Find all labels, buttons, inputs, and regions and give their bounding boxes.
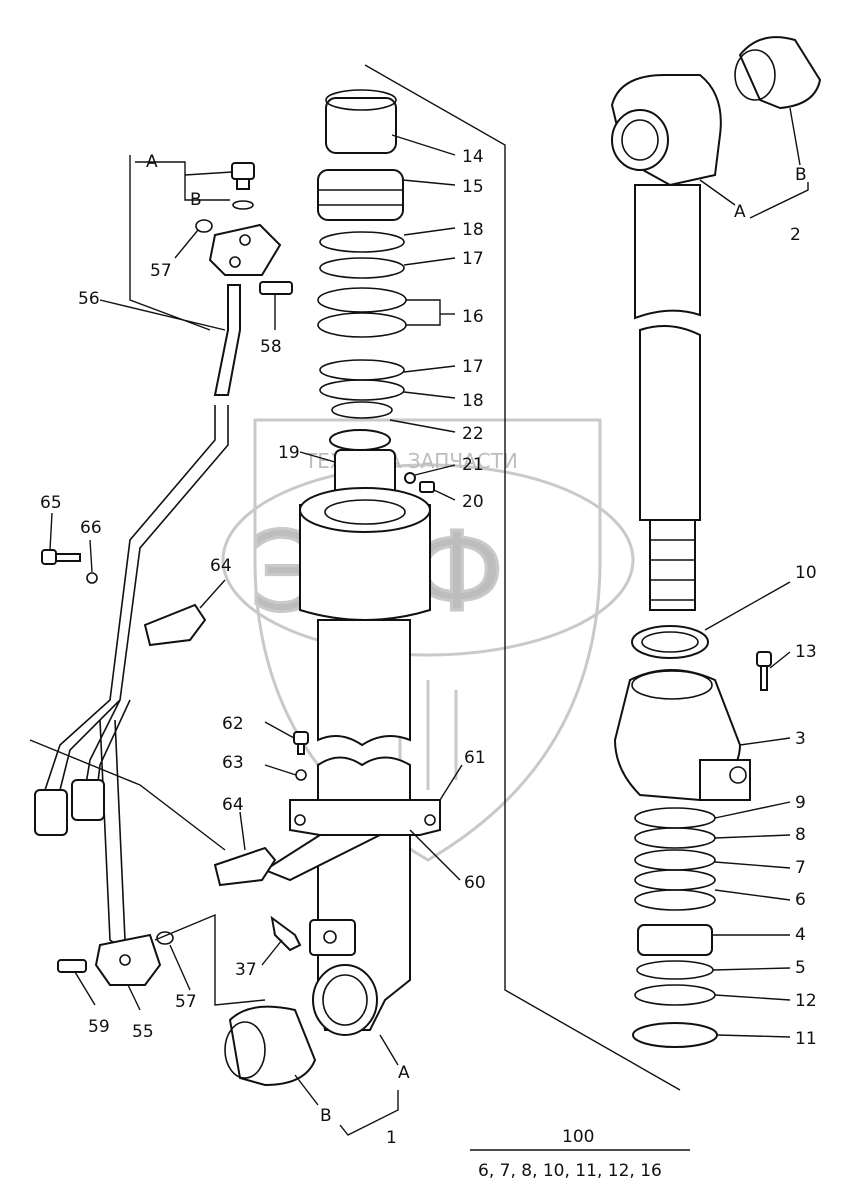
- kit-number: 100: [562, 1127, 594, 1147]
- label-58: 58: [260, 337, 282, 357]
- label-18b: 18: [462, 391, 484, 411]
- label-63: 63: [222, 753, 244, 773]
- label-62: 62: [222, 714, 244, 734]
- label-59: 59: [88, 1017, 110, 1037]
- label-57a: 57: [150, 261, 172, 281]
- label-17b: 17: [462, 357, 484, 377]
- label-19: 19: [278, 443, 300, 463]
- pipe-clamp-64-lower: [213, 846, 277, 887]
- piston-components: [317, 89, 435, 496]
- grease-fitting-37: [270, 915, 302, 952]
- label-A3: A: [398, 1063, 410, 1083]
- label-5: 5: [795, 958, 806, 978]
- label-A2: A: [734, 202, 746, 222]
- label-17a: 17: [462, 249, 484, 269]
- label-A1: A: [146, 152, 158, 172]
- label-6: 6: [795, 890, 806, 910]
- label-13: 13: [795, 642, 817, 662]
- bolt-part-62: [293, 731, 309, 781]
- label-65: 65: [40, 493, 62, 513]
- label-B2: B: [795, 165, 807, 185]
- bolt-part-13: [756, 651, 772, 691]
- cylinder-barrel: [299, 487, 431, 1036]
- label-20: 20: [462, 492, 484, 512]
- bushing-part-b-bottom: [224, 1005, 317, 1087]
- label-11: 11: [795, 1029, 817, 1049]
- bolt-part-65: [41, 549, 98, 584]
- label-3: 3: [795, 729, 806, 749]
- part-labels: 14 15 18 17 16 17 18 22 19 21 20 62 63 6…: [40, 147, 817, 1181]
- label-60: 60: [464, 873, 486, 893]
- pipe-clamp-64-upper: [143, 603, 207, 647]
- label-B1: B: [190, 190, 202, 210]
- label-B3: B: [320, 1106, 332, 1126]
- label-10: 10: [795, 563, 817, 583]
- label-57b: 57: [175, 992, 197, 1012]
- label-18a: 18: [462, 220, 484, 240]
- label-55: 55: [132, 1022, 154, 1042]
- label-4: 4: [795, 925, 806, 945]
- label-9: 9: [795, 793, 806, 813]
- flange-block-bottom: [57, 931, 174, 986]
- kit-parts: 6, 7, 8, 10, 11, 12, 16: [478, 1161, 662, 1181]
- label-14: 14: [462, 147, 484, 167]
- rod-seal-stack: [613, 625, 751, 1048]
- label-37: 37: [235, 960, 257, 980]
- label-66: 66: [80, 518, 102, 538]
- label-15: 15: [462, 177, 484, 197]
- label-1: 1: [386, 1128, 397, 1148]
- label-12: 12: [795, 991, 817, 1011]
- label-2: 2: [790, 225, 801, 245]
- flange-block-top: [195, 162, 293, 295]
- label-21: 21: [462, 455, 484, 475]
- bushing-part-b-top: [734, 36, 822, 110]
- label-56: 56: [78, 289, 100, 309]
- pipe-line-56: [34, 284, 241, 951]
- label-64b: 64: [222, 795, 244, 815]
- label-7: 7: [795, 858, 806, 878]
- leader-lines: [49, 107, 809, 1151]
- label-64a: 64: [210, 556, 232, 576]
- label-22: 22: [462, 424, 484, 444]
- label-16: 16: [462, 307, 484, 327]
- label-61: 61: [464, 748, 486, 768]
- clamp-bracket: [262, 799, 441, 882]
- label-8: 8: [795, 825, 806, 845]
- piston-rod-assembly: [610, 74, 722, 611]
